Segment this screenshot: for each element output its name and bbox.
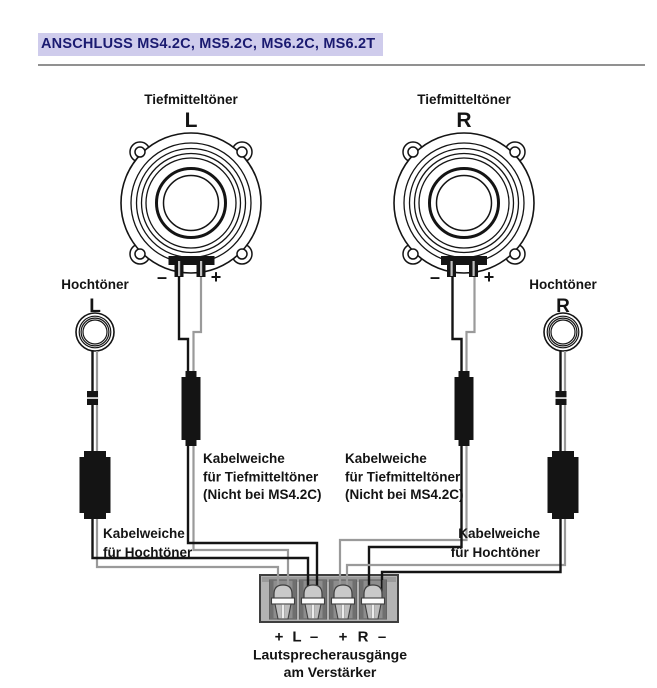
crossover-tweeter-right-icon <box>547 451 579 519</box>
terminal-label: – <box>310 629 318 646</box>
woofer-left-icon <box>120 132 262 277</box>
woofer-right-minus: – <box>430 267 440 287</box>
tweeter-left-channel: L <box>89 296 101 317</box>
section-title-text: ANSCHLUSS MS4.2C, MS5.2C, MS6.2C, MS6.2T <box>38 33 384 56</box>
terminal-screw-icon <box>299 580 327 620</box>
tweeter-right-channel: R <box>556 296 570 317</box>
crossover-tweeter-left-icon <box>79 451 111 519</box>
crossover-woofer-left-caption: Kabelweiche für Tiefmitteltöner (Nicht b… <box>203 451 322 502</box>
tweeter-left-connector-icon <box>87 391 98 405</box>
crossover-woofer-right-icon <box>454 371 474 446</box>
caption-line: für Hochtöner <box>451 545 541 560</box>
terminal-label: – <box>378 629 386 646</box>
woofer-right-channel: R <box>456 109 471 132</box>
caption-line: für Hochtöner <box>103 545 193 560</box>
terminal-label: + <box>275 629 284 646</box>
woofer-right-plus-wire-lower <box>338 440 468 596</box>
title-divider <box>38 64 645 66</box>
tweeter-right-connector-icon <box>555 391 567 405</box>
tweeter-left-label: Hochtöner <box>61 277 129 292</box>
woofer-right-minus-wire <box>451 277 463 376</box>
crossover-woofer-right-caption: Kabelweiche für Tiefmitteltöner (Nicht b… <box>345 451 464 502</box>
woofer-left-minus-wire-lower <box>186 440 319 596</box>
caption-line: (Nicht bei MS4.2C) <box>345 487 464 502</box>
caption-line: für Tiefmitteltöner <box>345 470 461 485</box>
woofer-left-channel: L <box>185 109 198 132</box>
woofer-right-minus-wire-lower <box>367 440 463 596</box>
woofer-left-minus-wire <box>177 277 190 376</box>
terminal-label: L <box>292 629 301 646</box>
woofer-right-label: Tiefmitteltöner <box>417 92 511 107</box>
woofer-left-minus: – <box>157 267 167 287</box>
woofer-left-plus-wire-lower <box>192 440 290 596</box>
terminal-screw-icon <box>329 580 357 620</box>
woofer-right-plus-wire <box>465 277 476 376</box>
caption-line: für Tiefmitteltöner <box>203 470 319 485</box>
tweeter-left-icon <box>75 312 115 352</box>
woofer-left-plus-wire <box>192 277 203 376</box>
amp-terminal-clamps <box>269 580 387 620</box>
amp-terminal-labels: + L – + R – <box>275 629 387 646</box>
woofer-left-plus: + <box>211 267 222 287</box>
tweeter-right-icon <box>543 312 583 352</box>
caption-line: Kabelweiche <box>345 451 427 466</box>
woofer-left-label: Tiefmitteltöner <box>144 92 238 107</box>
terminal-label: + <box>339 629 348 646</box>
woofer-right-icon <box>393 132 535 277</box>
caption-line: Kabelweiche <box>458 526 540 541</box>
crossover-tweeter-right-caption: Kabelweiche für Hochtöner <box>451 526 541 560</box>
caption-line: (Nicht bei MS4.2C) <box>203 487 322 502</box>
woofer-right-plus: + <box>484 267 495 287</box>
terminal-screw-icon <box>359 580 387 620</box>
terminal-label: R <box>358 629 369 646</box>
crossover-woofer-left-icon <box>181 371 201 446</box>
caption-line: Kabelweiche <box>103 526 185 541</box>
caption-line: Kabelweiche <box>203 451 285 466</box>
section-title: ANSCHLUSS MS4.2C, MS5.2C, MS6.2C, MS6.2T <box>38 33 384 56</box>
amp-caption-line2: am Verstärker <box>284 664 377 680</box>
amp-caption-line1: Lautsprecherausgänge <box>253 647 407 663</box>
crossover-tweeter-left-caption: Kabelweiche für Hochtöner <box>103 526 193 560</box>
tweeter-right-label: Hochtöner <box>529 277 597 292</box>
terminal-screw-icon <box>269 580 297 620</box>
